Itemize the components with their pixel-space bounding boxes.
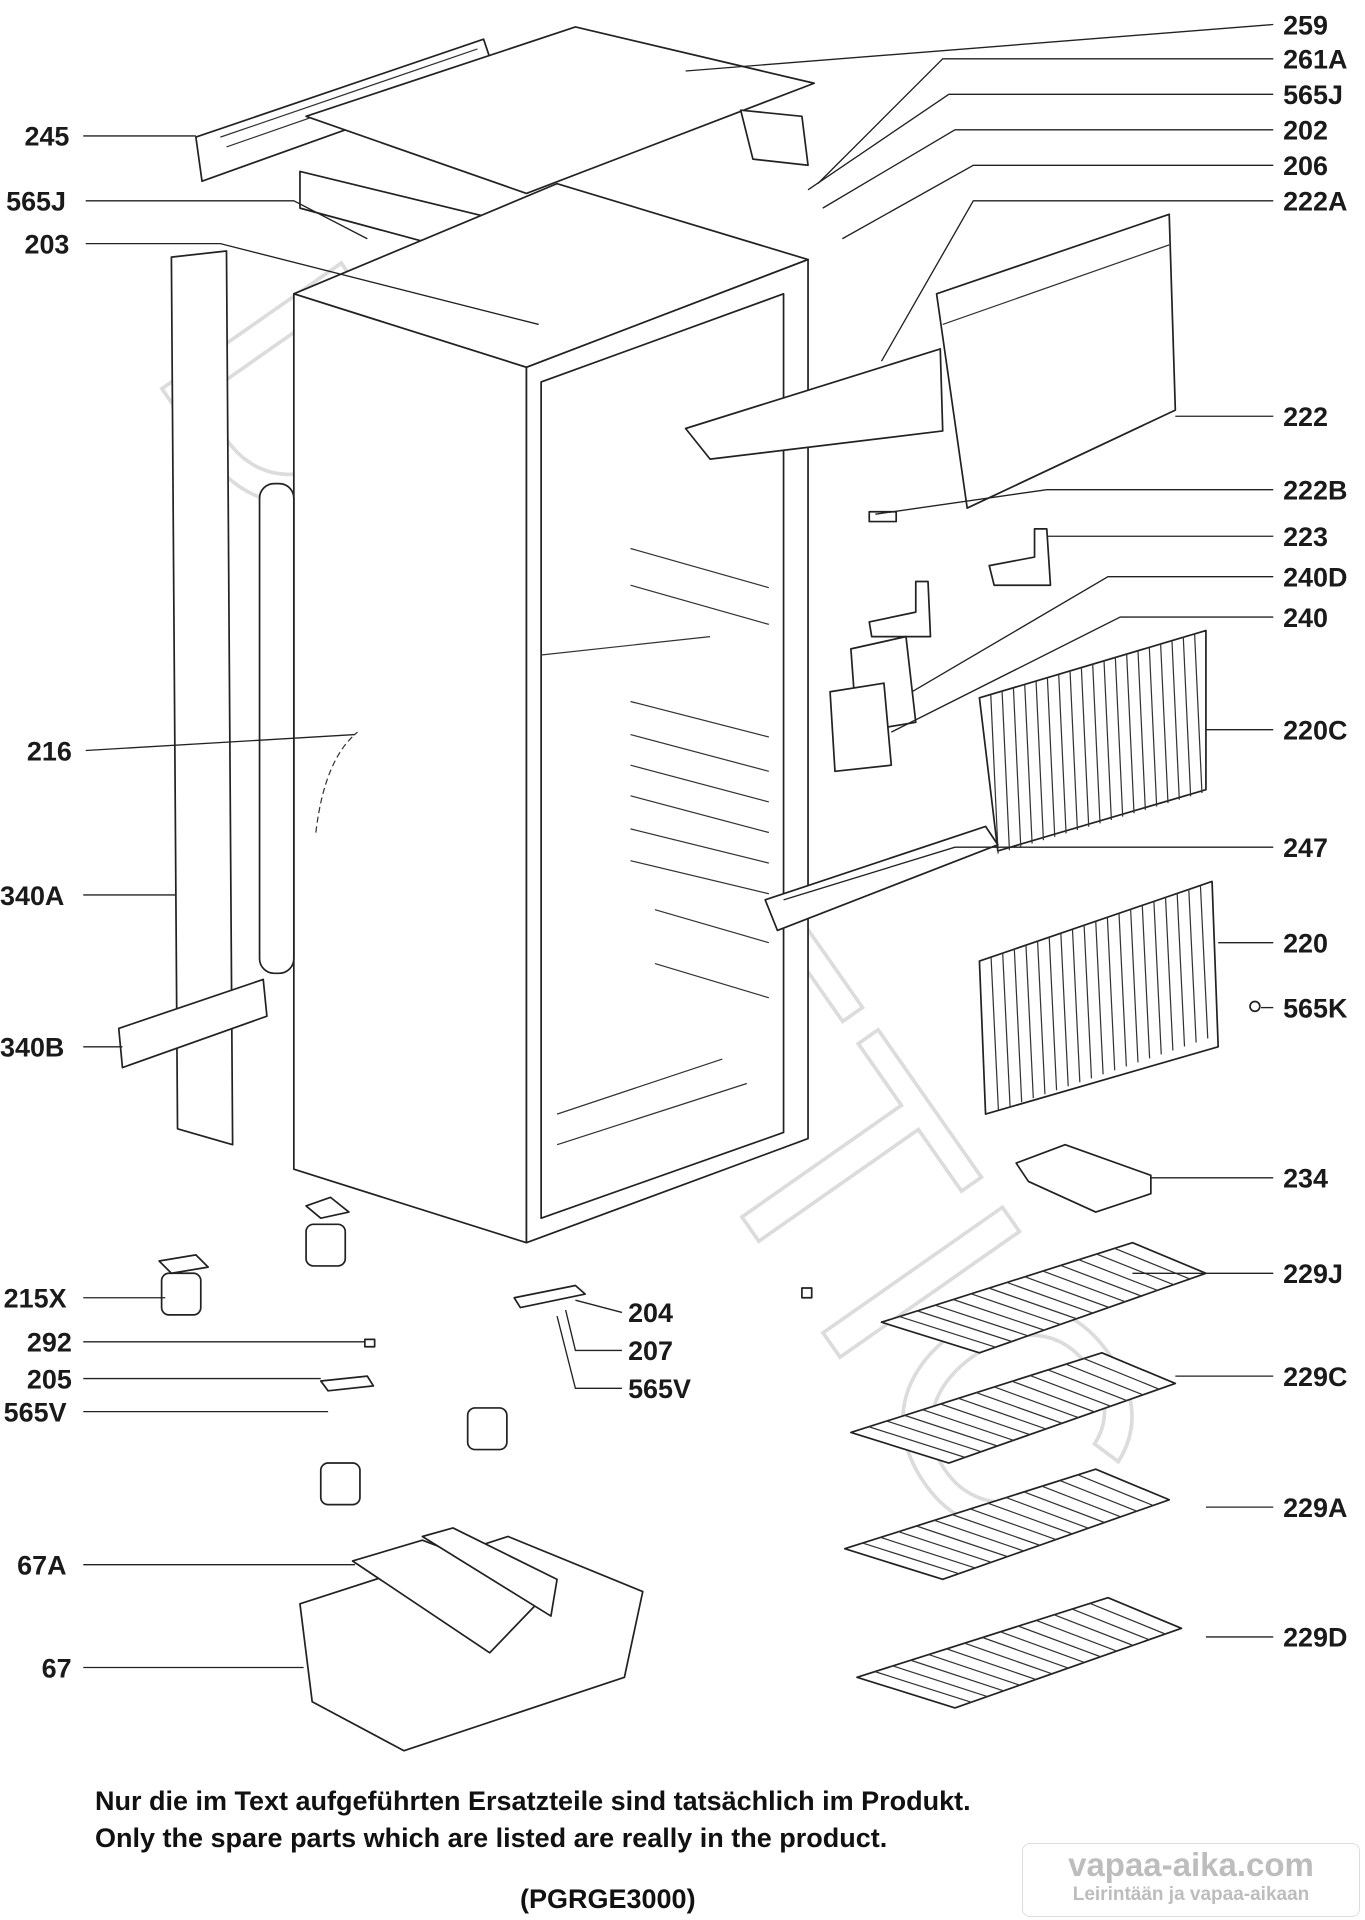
part-67A-divider-2 xyxy=(421,1527,558,1617)
part-216-tube xyxy=(315,731,358,833)
part-206 xyxy=(801,1287,813,1299)
cabinet-interior xyxy=(540,292,785,1220)
label-340B: 340B xyxy=(0,1033,64,1063)
label-229D: 229D xyxy=(1283,1623,1347,1653)
badge-site: vapaa-aika.com xyxy=(1068,1846,1314,1883)
label-216: 216 xyxy=(27,736,72,766)
label-259: 259 xyxy=(1283,10,1328,40)
label-245: 245 xyxy=(24,122,69,152)
interior-ribs xyxy=(541,547,770,1146)
label-229C: 229C xyxy=(1283,1362,1347,1392)
cabinet-side xyxy=(292,292,528,1244)
label-207: 207 xyxy=(628,1336,673,1366)
part-222A-shelf xyxy=(684,348,944,460)
part-223-hinge xyxy=(988,528,1052,587)
label-565J: 565J xyxy=(1283,80,1343,110)
model-number: (PGRGE3000) xyxy=(520,1884,696,1914)
feet xyxy=(158,1196,508,1506)
label-215X: 215X xyxy=(4,1284,67,1314)
part-565K-screw xyxy=(1249,1000,1261,1013)
label-202: 202 xyxy=(1283,116,1328,146)
label-229J: 229J xyxy=(1283,1259,1343,1289)
label-261A: 261A xyxy=(1283,45,1347,75)
label-203: 203 xyxy=(24,229,69,259)
part-222-freezer-door xyxy=(935,213,1177,509)
part-259-top-cover xyxy=(305,26,816,195)
label-220C: 220C xyxy=(1283,715,1347,745)
wire-shelf xyxy=(850,1351,1177,1464)
part-220C-fins xyxy=(978,629,1207,852)
label-222B: 222B xyxy=(1283,476,1347,506)
label-565K: 565K xyxy=(1283,993,1348,1023)
label-223: 223 xyxy=(1283,522,1328,552)
label-204: 204 xyxy=(628,1298,673,1328)
leader-lines xyxy=(83,23,1274,1669)
part-205-hinge xyxy=(319,1375,375,1392)
part-292 xyxy=(363,1338,376,1348)
label-67: 67 xyxy=(42,1653,72,1683)
label-222A: 222A xyxy=(1283,187,1347,217)
label-234: 234 xyxy=(1283,1164,1328,1194)
label-565V-middle: 565V xyxy=(628,1374,691,1404)
labels-left: 245 565J 203 216 340A 340B 215X 292 205 … xyxy=(0,122,72,1684)
labels-right: 259 261A 565J 202 206 222A 222 222B 223 … xyxy=(1283,10,1348,1652)
part-67-drawer xyxy=(299,1535,644,1752)
label-240: 240 xyxy=(1283,603,1328,633)
wire-shelf xyxy=(843,1468,1171,1581)
label-240D: 240D xyxy=(1283,562,1347,592)
label-340A: 340A xyxy=(0,881,64,911)
label-222: 222 xyxy=(1283,402,1328,432)
part-223-hinge-2 xyxy=(868,580,932,638)
wire-shelf xyxy=(856,1596,1183,1709)
note-german: Nur die im Text aufgeführten Ersatzteile… xyxy=(95,1786,971,1816)
part-261A-bracket xyxy=(739,109,809,167)
label-67A: 67A xyxy=(17,1550,66,1580)
part-340B-plate xyxy=(117,978,268,1069)
label-247: 247 xyxy=(1283,833,1328,863)
part-204-hinge xyxy=(513,1284,587,1309)
part-234-ice-tray xyxy=(1015,1143,1152,1213)
label-565V-left: 565V xyxy=(4,1397,67,1427)
wire-shelf xyxy=(880,1241,1207,1354)
label-206: 206 xyxy=(1283,151,1328,181)
part-340A-side-panel xyxy=(170,250,234,1146)
badge-tagline: Leirintään ja vapaa-aikaan xyxy=(1072,1884,1310,1905)
label-220: 220 xyxy=(1283,929,1328,959)
rear-cylinder xyxy=(258,482,295,975)
site-watermark-badge: vapaa-aika.com Leirintään ja vapaa-aikaa… xyxy=(1022,1843,1360,1917)
label-229A: 229A xyxy=(1283,1493,1347,1523)
part-222B xyxy=(868,510,898,523)
label-205: 205 xyxy=(27,1364,72,1394)
part-240-thermostat xyxy=(829,682,893,773)
label-565J-left: 565J xyxy=(6,187,66,217)
labels-middle: 204 207 565V xyxy=(628,1298,691,1404)
label-292: 292 xyxy=(27,1328,72,1358)
note-english: Only the spare parts which are listed ar… xyxy=(95,1823,888,1853)
